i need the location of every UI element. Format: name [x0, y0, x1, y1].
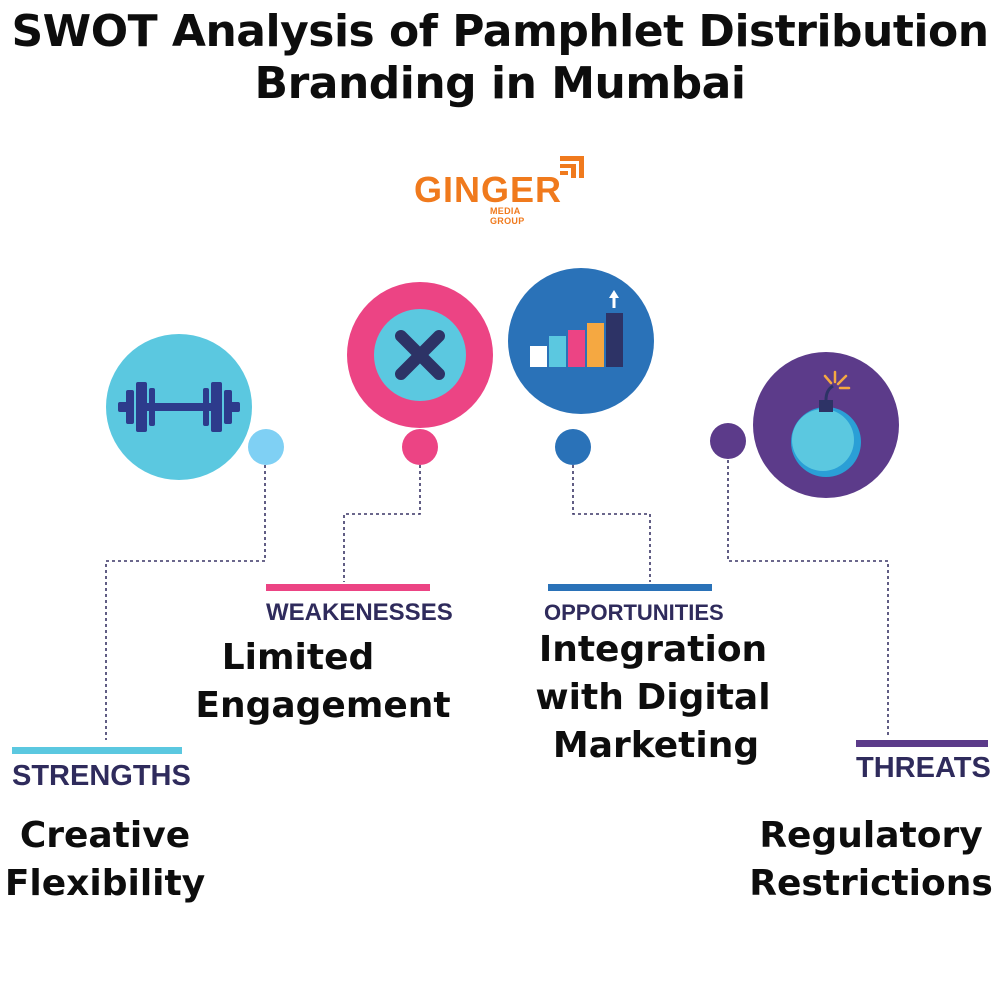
weaknesses-bar: [266, 584, 430, 591]
weaknesses-connector: [343, 465, 421, 582]
title-line-1: SWOT Analysis of Pamphlet Distribution: [11, 6, 989, 57]
logo-tagline: MEDIA GROUP: [490, 206, 525, 226]
strengths-dot: [248, 429, 284, 465]
growth-chart-icon: [508, 268, 654, 414]
weaknesses-label: WEAKENESSES: [266, 599, 453, 626]
logo-mark-icon: [560, 156, 584, 178]
threats-label: THREATS: [856, 752, 991, 784]
weaknesses-description: Limited Engagement: [195, 637, 451, 726]
threats-description: Regulatory Restrictions: [749, 815, 993, 904]
cross-icon: [347, 282, 493, 428]
opportunities-dot: [555, 429, 591, 465]
threats-dot: [710, 423, 746, 459]
weaknesses-dot: [402, 429, 438, 465]
threats-connector: [727, 460, 889, 738]
bomb-icon: [753, 352, 899, 498]
strengths-connector: [105, 465, 266, 740]
threats-bar: [856, 740, 988, 747]
page-title: SWOT Analysis of Pamphlet Distribution B…: [0, 6, 1000, 110]
strengths-description: Creative Flexibility: [4, 815, 206, 904]
title-line-2: Branding in Mumbai: [254, 58, 746, 109]
strengths-label: STRENGTHS: [12, 760, 191, 792]
opportunities-bar: [548, 584, 712, 591]
opportunities-description: Integration with Digital Marketing: [535, 629, 771, 766]
logo-text: GINGER: [414, 169, 563, 210]
opportunities-label: OPPORTUNITIES: [544, 600, 724, 625]
dumbbell-icon: [106, 334, 252, 480]
strengths-bar: [12, 747, 182, 754]
opportunities-connector: [572, 465, 651, 582]
